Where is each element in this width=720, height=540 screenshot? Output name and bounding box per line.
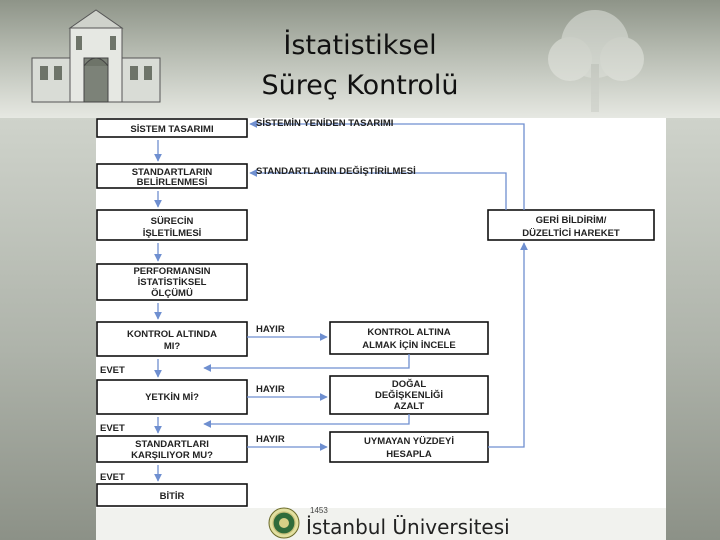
- arrow-return-2: [203, 414, 410, 428]
- tree-icon: [548, 10, 644, 112]
- label-yes-3: EVET: [100, 472, 125, 483]
- box-b5-line1: KONTROL ALTINDA: [127, 329, 217, 340]
- box-kontrol-altinda-mi: [96, 321, 248, 357]
- box-r2-line2: DEĞİŞKENLİĞİ: [375, 389, 443, 401]
- spc-flowchart: SİSTEM TASARIMI STANDARTLARIN BELİRLENME…: [96, 118, 655, 507]
- box-b3-line2: İŞLETİLMESİ: [143, 228, 202, 239]
- box-standartlari-karsiliyor-mu: [96, 435, 248, 463]
- footer-background: [96, 508, 666, 540]
- box-b7-line1: STANDARTLARI: [135, 439, 209, 450]
- box-r2-line3: AZALT: [394, 401, 425, 412]
- box-fb-line1: GERİ BİLDİRİM/: [536, 215, 607, 226]
- label-no-1: HAYIR: [256, 324, 285, 335]
- box-b4-line2: İSTATİSTİKSEL: [138, 277, 207, 288]
- box-geri-bildirim: [487, 209, 655, 241]
- box-r3-line2: HESAPLA: [386, 449, 432, 460]
- box-r2-line1: DOĞAL: [392, 378, 427, 390]
- label-yes-1: EVET: [100, 365, 125, 376]
- slide-title: İstatistiksel Süreç Kontrolü: [200, 26, 520, 106]
- arrow-redesign: [249, 120, 525, 210]
- box-r3-line1: UYMAYAN YÜZDEYİ: [364, 436, 454, 447]
- arrow-to-feedback: [488, 242, 528, 448]
- box-fb-line2: DÜZELTİCİ HAREKET: [522, 228, 620, 239]
- title-line-2: Süreç Kontrolü: [261, 70, 459, 101]
- box-bitir: [96, 483, 248, 507]
- box-b2-line2: BELİRLENMESİ: [137, 177, 208, 188]
- box-sistem-tasarimi: [96, 118, 248, 138]
- label-no-2: HAYIR: [256, 384, 285, 395]
- box-r1-line1: KONTROL ALTINA: [367, 327, 450, 338]
- box-standartlarin-belirlenmesi: [96, 163, 248, 189]
- box-b8-label: BİTİR: [160, 491, 185, 502]
- box-b3-line1: SÜRECİN: [151, 216, 194, 227]
- box-b6-label: YETKİN Mİ?: [145, 392, 199, 403]
- label-no-3: HAYIR: [256, 434, 285, 445]
- arrow-change-standards: [249, 169, 507, 210]
- right-background: [666, 118, 720, 540]
- footer-year: 1453: [310, 506, 328, 515]
- box-uymayan-yuzdeyi-hesapla: [329, 431, 489, 463]
- label-yes-2: EVET: [100, 423, 125, 434]
- box-r1-line2: ALMAK İÇİN İNCELE: [362, 340, 455, 351]
- box-b5-line2: MI?: [164, 341, 181, 352]
- box-b4-line3: ÖLÇÜMÜ: [151, 288, 193, 299]
- label-redesign: SİSTEMİN YENİDEN TASARIMI: [256, 118, 393, 129]
- box-surecin-isletilmesi: [96, 209, 248, 241]
- university-name: İstanbul Üniversitesi: [306, 515, 510, 539]
- box-b7-line2: KARŞILIYOR MU?: [131, 450, 213, 461]
- arrow-return-1: [203, 354, 410, 372]
- left-background: [0, 118, 96, 540]
- label-change-standards: STANDARTLARIN DEĞİŞTİRİLMESİ: [256, 165, 416, 177]
- box-dogal-degiskenligi-azalt: [329, 375, 489, 415]
- university-building-icon: [31, 9, 161, 103]
- box-kontrol-altina-almak: [329, 321, 489, 355]
- title-line-1: İstatistiksel: [283, 30, 437, 61]
- box-b4-line1: PERFORMANSIN: [133, 266, 210, 277]
- box-performansin-olcumu: [96, 263, 248, 301]
- university-seal-icon: [268, 507, 300, 539]
- box-b2-line1: STANDARTLARIN: [132, 167, 213, 178]
- box-sistem-tasarimi-label: SİSTEM TASARIMI: [130, 124, 213, 135]
